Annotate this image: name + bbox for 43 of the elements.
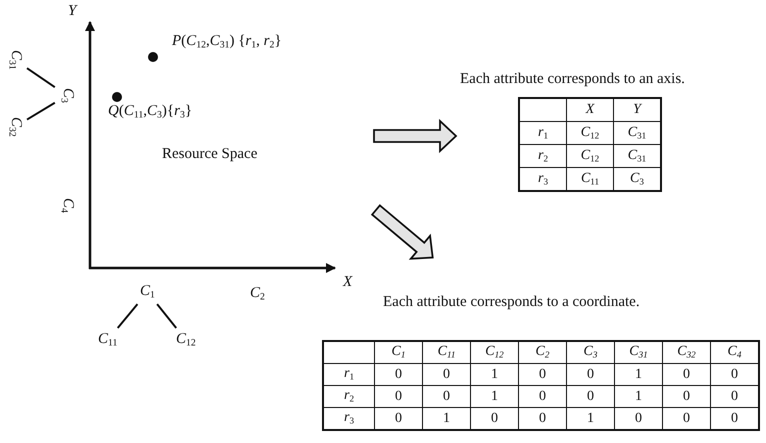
table-cell: 1 [614,364,662,386]
table-cell: 0 [374,364,422,386]
attribute-label: C$_{2}$ [250,285,265,304]
table-cell: 1 [470,364,518,386]
table-cell: 0 [518,364,566,386]
table-cell: C$_{2}$ [518,341,566,364]
heading: Each attribute corresponds to an axis. [460,71,685,88]
point-label: P(C$_{12}$,C$_{31}$) {r$_{1}$, r$_{2}$} [172,33,282,52]
tree-line [156,304,177,329]
region-label: Resource Space [162,146,258,162]
axis-label: Y [68,3,76,20]
table-cell: C$_{11}$ [422,341,470,364]
attribute-label: C$_{12}$ [176,331,196,350]
table-cell: 1 [614,386,662,408]
table-cell: 0 [662,364,710,386]
table-cell: X [566,98,614,122]
table-cell: C$_{32}$ [662,341,710,364]
attribute-label: C$_{11}$ [98,331,118,350]
table-cell: 1 [470,386,518,408]
table-cell: C$_{12}$ [470,341,518,364]
table-cell: C$_{12}$ [566,122,614,144]
table-cell: 0 [422,386,470,408]
tree-line [26,102,56,120]
table-cell: C$_{12}$ [566,144,614,168]
axis-label: X [343,274,352,290]
heading: Each attribute corresponds to a coordinate. [383,294,640,310]
table-cell: C$_{3}$ [566,341,614,364]
table-cell: r$_{1}$ [519,122,566,144]
point-label: Q(C$_{11}$,C$_{3}$){r$_{3}$} [108,103,192,122]
table-cell: 0 [566,364,614,386]
attribute-label: C$_{1}$ [140,283,155,302]
table-cell: C$_{31}$ [614,341,662,364]
tree-line [116,304,138,329]
table-cell: 0 [374,386,422,408]
table-cell: r$_{2}$ [519,144,566,168]
table-cell: 0 [518,386,566,408]
table-cell: 0 [422,364,470,386]
table-cell: 0 [662,386,710,408]
table-cell: C$_{1}$ [374,341,422,364]
table-cell: 0 [566,386,614,408]
tree-line [26,67,56,88]
table-cell: r$_{1}$ [323,364,374,386]
table-cell: r$_{2}$ [323,386,374,408]
